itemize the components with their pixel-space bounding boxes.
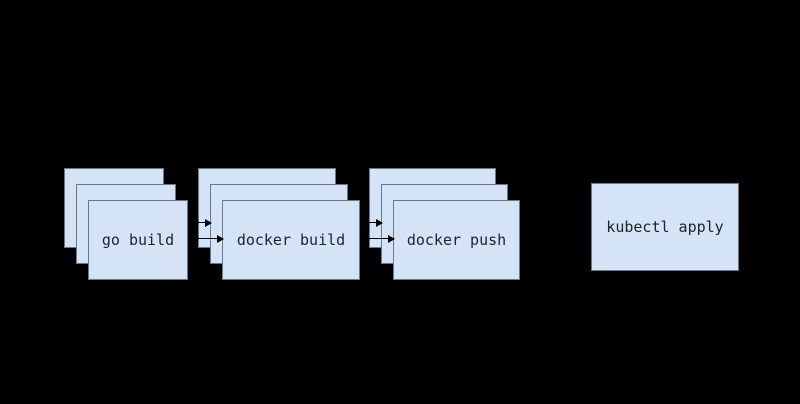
node-label-docker-build: docker build: [236, 230, 346, 249]
node-card-docker-push[interactable]: docker push: [393, 200, 520, 280]
node-label-go-build: go build: [101, 230, 175, 249]
node-stack-go-build[interactable]: go build go build go build: [64, 168, 188, 280]
node-card-docker-build[interactable]: docker build: [222, 200, 360, 280]
node-label-docker-push: docker push: [406, 230, 507, 249]
node-stack-docker-build[interactable]: docker build docker build docker build: [198, 168, 360, 280]
node-stack-docker-push[interactable]: docker push docker push docker push: [369, 168, 520, 280]
node-card-kubectl-apply[interactable]: kubectl apply: [591, 183, 739, 271]
node-label-kubectl-apply: kubectl apply: [606, 217, 724, 236]
node-card-go-build[interactable]: go build: [88, 200, 188, 280]
